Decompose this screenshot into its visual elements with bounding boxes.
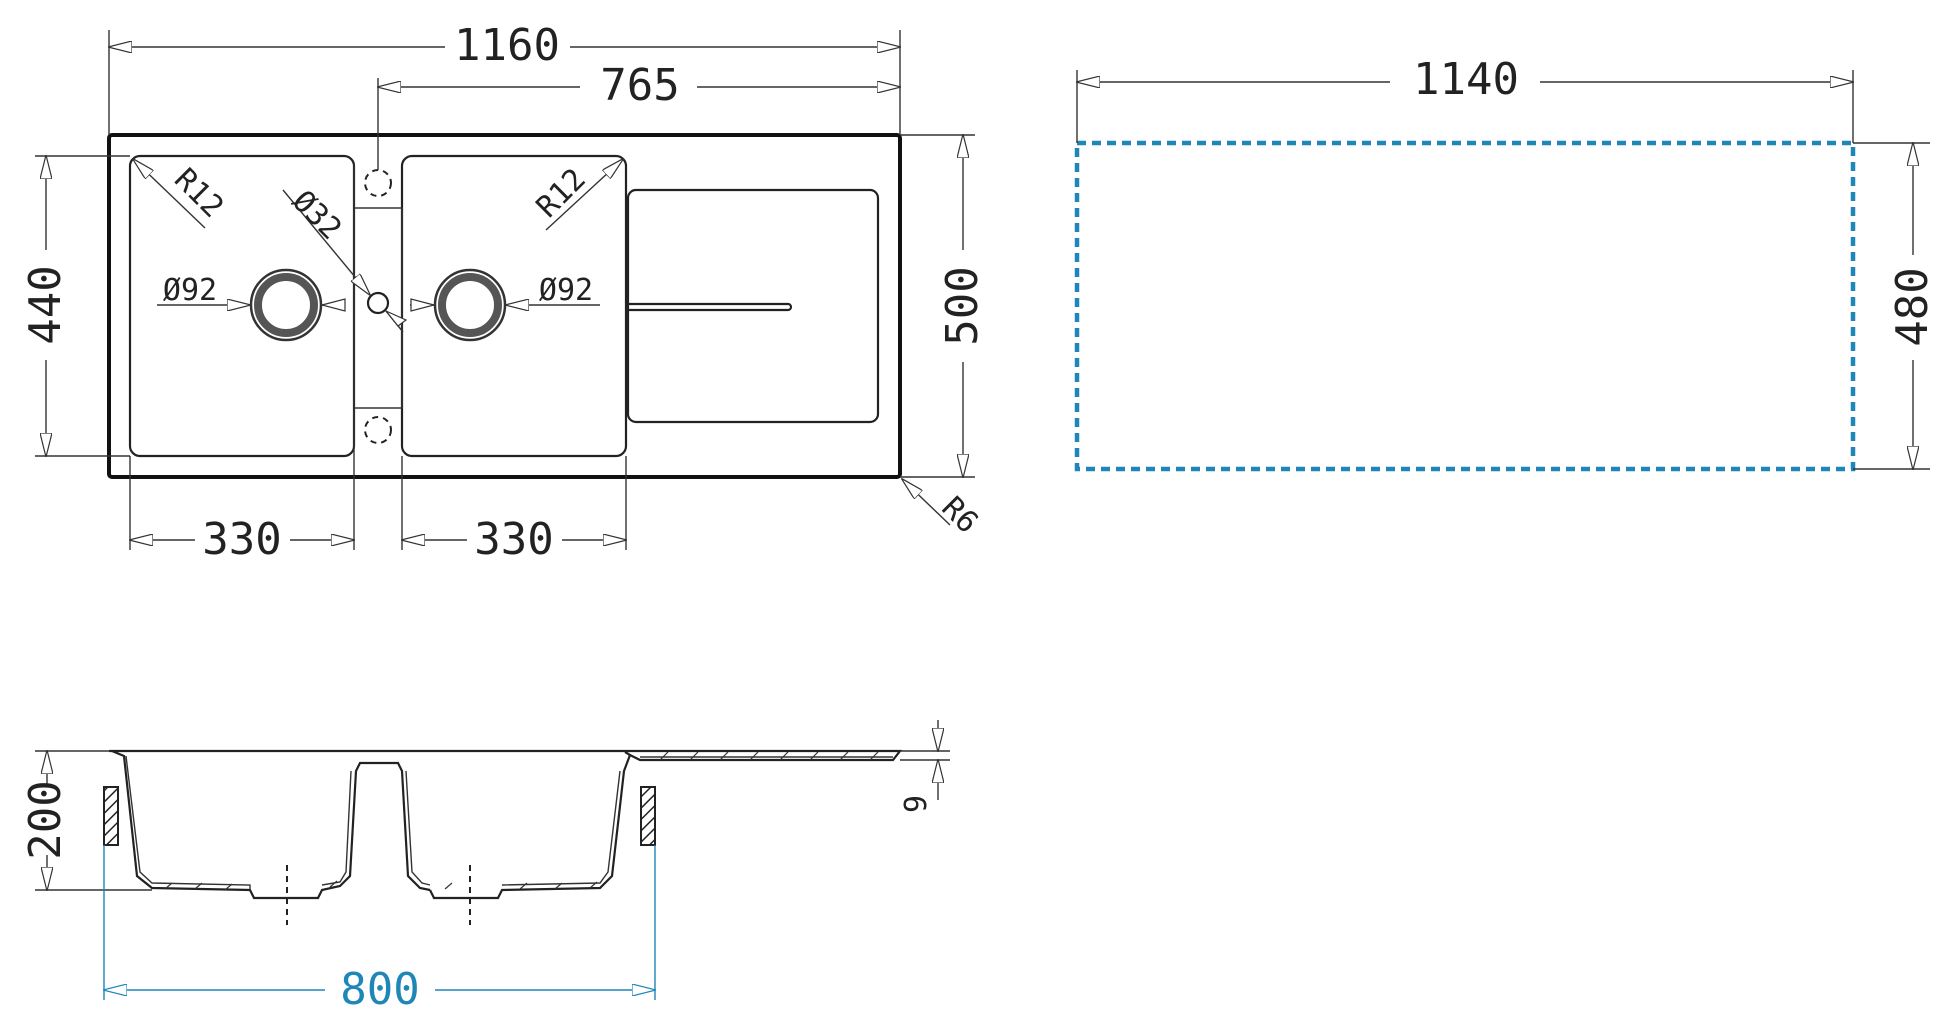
label-left-corner-radius: R12 xyxy=(167,162,230,225)
drainer-groove xyxy=(628,302,793,312)
dim-overall-width: 1160 xyxy=(454,20,560,71)
overflow-bottom-icon xyxy=(364,416,392,444)
label-outer-radius: R6 xyxy=(935,490,985,540)
right-drain-icon xyxy=(433,268,507,342)
label-right-corner-radius: R12 xyxy=(530,162,593,225)
top-view: 1160 765 440 500 330 330 R12 xyxy=(20,20,988,565)
dim-cutout-width: 1140 xyxy=(1413,54,1519,105)
cutout-outline xyxy=(1074,140,1856,472)
overflow-top-icon xyxy=(364,169,392,197)
dim-cabinet-width: 800 xyxy=(340,964,419,1015)
drainer xyxy=(626,188,880,424)
left-clip-icon xyxy=(103,786,119,846)
section-view: 200 9 800 xyxy=(20,720,950,1015)
section-right-bowl xyxy=(429,754,632,900)
dim-left-bowl-width: 330 xyxy=(202,514,281,565)
section-left-bowl xyxy=(111,749,431,900)
bridge-bottom xyxy=(353,407,402,456)
dim-cutout-depth: 480 xyxy=(1887,267,1938,346)
dim-right-bowl-width: 330 xyxy=(474,514,553,565)
dim-bowl-depth: 440 xyxy=(20,265,71,344)
left-drain-icon xyxy=(249,268,323,342)
dim-bowls-width: 765 xyxy=(600,60,679,111)
label-left-drain: Ø92 xyxy=(163,273,217,308)
tap-hole-icon xyxy=(366,291,390,315)
dim-overall-depth: 500 xyxy=(937,266,988,345)
sink-outline xyxy=(107,133,902,479)
label-right-drain: Ø92 xyxy=(539,273,593,308)
section-rim xyxy=(109,749,903,762)
label-tap-hole: Ø32 xyxy=(285,184,348,247)
right-clip-icon xyxy=(640,786,656,846)
dim-bowl-height: 200 xyxy=(20,780,71,859)
dim-rim-thickness: 9 xyxy=(899,795,934,813)
cutout-view: 1140 480 xyxy=(1074,54,1938,472)
